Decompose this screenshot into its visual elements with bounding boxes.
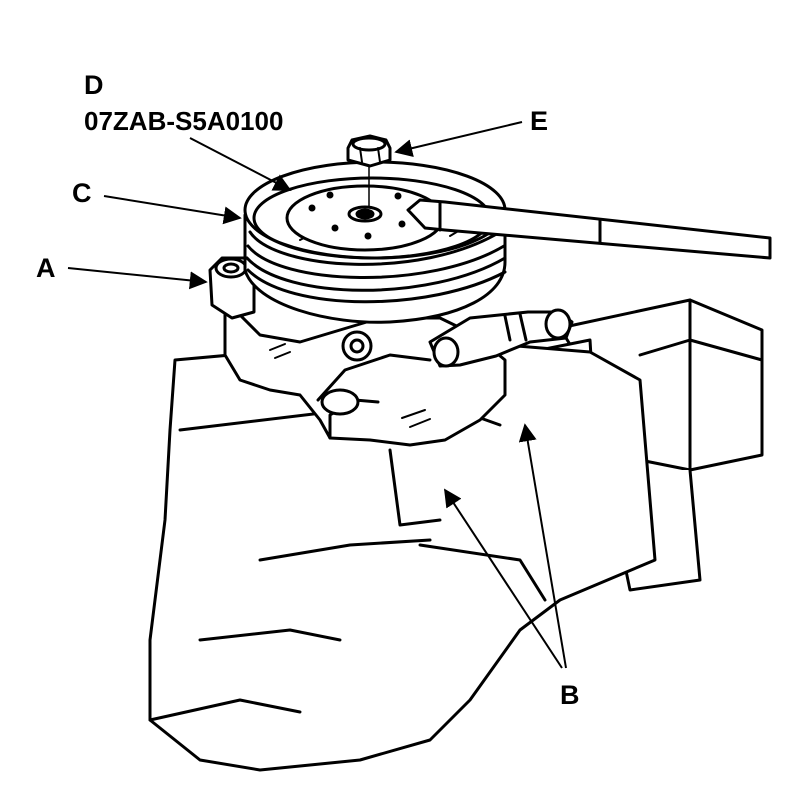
leader-line-d (189, 137, 292, 191)
callout-e: E (530, 106, 549, 136)
leader-line-b-left (444, 488, 563, 669)
callout-a: A (36, 253, 56, 283)
power-steering-pump-body (223, 298, 507, 447)
leader-line-e (394, 121, 523, 158)
leader-line-b-right (518, 423, 567, 669)
callout-b: B (560, 680, 580, 710)
leader-line-a (67, 267, 208, 290)
callout-d: D (84, 70, 104, 100)
pulley-holder-handle (406, 198, 772, 260)
flange-bolt (346, 134, 392, 207)
pump-outlet-fitting (428, 308, 574, 368)
callout-c: C (72, 178, 92, 208)
tool-number-label: 07ZAB-S5A0100 (84, 106, 284, 136)
leader-line-c (103, 195, 242, 225)
pulley-hub (285, 184, 445, 252)
